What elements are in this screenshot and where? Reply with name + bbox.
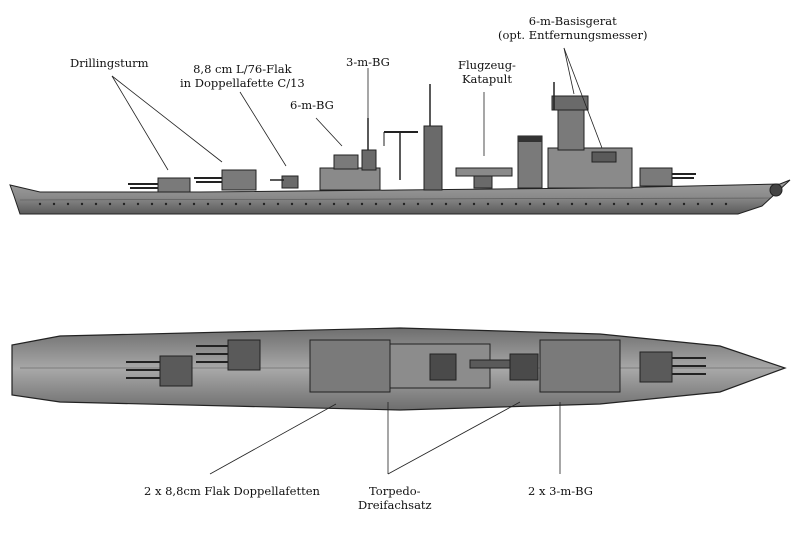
top-catapult [469, 359, 511, 369]
porthole [276, 202, 280, 206]
porthole [94, 202, 98, 206]
porthole [332, 202, 336, 206]
side-fore-turret [639, 167, 696, 187]
side-catapult [455, 167, 513, 189]
porthole [388, 202, 392, 206]
label-3m-bg: 3-m-BG [346, 55, 390, 69]
porthole [374, 202, 378, 206]
porthole [402, 202, 406, 206]
label-catapult-line2: Katapult [461, 72, 512, 86]
porthole [220, 202, 224, 206]
side-view [9, 82, 791, 215]
label-flak-line2: in Doppellafette C/13 [180, 76, 305, 90]
porthole [570, 202, 574, 206]
porthole [108, 202, 112, 206]
porthole [206, 202, 210, 206]
side-mainmast [423, 84, 443, 191]
label-drillingsturm: Drillingsturm [70, 56, 149, 70]
porthole [682, 202, 686, 206]
leader-lines [111, 47, 603, 475]
top-fore-turret [639, 351, 706, 383]
porthole [458, 202, 462, 206]
label-basisgerat-line2: (opt. Entfernungsmesser) [498, 28, 648, 42]
label-torpedo-line1: Torpedo- [369, 484, 421, 498]
porthole [668, 202, 672, 206]
label-basisgerat-line1: 6-m-Basisgerat [528, 14, 617, 28]
portholes [38, 202, 728, 206]
porthole [304, 202, 308, 206]
label-6m-bg: 6-m-BG [290, 98, 334, 112]
porthole [472, 202, 476, 206]
porthole [192, 202, 196, 206]
porthole [612, 202, 616, 206]
top-aft-superstructure [309, 339, 391, 393]
porthole [234, 202, 238, 206]
label-torpedo: Torpedo- Dreifachsatz [358, 484, 432, 512]
porthole [38, 202, 42, 206]
porthole [416, 202, 420, 206]
label-catapult: Flugzeug- Katapult [458, 58, 516, 86]
porthole [346, 202, 350, 206]
porthole [290, 202, 294, 206]
top-torpedo-fore [509, 353, 539, 381]
label-flak-line1: 8,8 cm L/76-Flak [193, 62, 292, 76]
porthole [696, 202, 700, 206]
porthole [626, 202, 630, 206]
porthole [430, 202, 434, 206]
porthole [318, 202, 322, 206]
porthole [584, 202, 588, 206]
porthole [542, 202, 546, 206]
label-3m-bg-pair: 2 x 3-m-BG [528, 484, 593, 498]
top-rear-turret-1 [126, 355, 193, 387]
top-torpedo-aft [429, 353, 457, 381]
side-crane [383, 131, 418, 180]
porthole [80, 202, 84, 206]
porthole [598, 202, 602, 206]
top-rear-turret-2 [196, 339, 261, 371]
porthole [444, 202, 448, 206]
porthole [654, 202, 658, 206]
porthole [136, 202, 140, 206]
porthole [486, 202, 490, 206]
porthole [164, 202, 168, 206]
porthole [724, 202, 728, 206]
porthole [514, 202, 518, 206]
porthole [556, 202, 560, 206]
side-flak-mount [270, 175, 299, 189]
porthole [248, 202, 252, 206]
porthole [178, 202, 182, 206]
porthole [150, 202, 154, 206]
porthole [360, 202, 364, 206]
porthole [500, 202, 504, 206]
side-fore-superstructure [547, 82, 633, 189]
porthole [52, 202, 56, 206]
side-aft-superstructure [319, 118, 381, 191]
porthole [528, 202, 532, 206]
porthole [640, 202, 644, 206]
label-basisgerat: 6-m-Basisgerat (opt. Entfernungsmesser) [498, 14, 647, 42]
label-torpedo-line2: Dreifachsatz [358, 498, 432, 512]
label-catapult-line1: Flugzeug- [458, 58, 516, 72]
top-fore-superstructure [539, 339, 621, 393]
porthole [710, 202, 714, 206]
side-rear-turret-2 [194, 169, 257, 191]
side-rear-turret-1 [128, 177, 191, 193]
porthole [66, 202, 70, 206]
side-funnel [517, 135, 543, 189]
label-flak-doppel: 2 x 8,8cm Flak Doppellafetten [144, 484, 320, 498]
side-hull [9, 179, 791, 215]
porthole [122, 202, 126, 206]
top-view [11, 327, 787, 411]
bow-emblem [769, 183, 783, 197]
label-flak-mount: 8,8 cm L/76-Flak in Doppellafette C/13 [180, 62, 305, 90]
porthole [262, 202, 266, 206]
